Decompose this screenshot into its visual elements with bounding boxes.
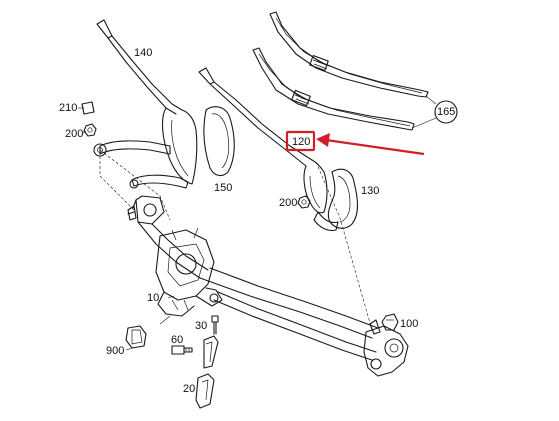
callout-150: 150 (214, 182, 233, 194)
callout-130: 130 (361, 185, 380, 197)
cover-150 (203, 106, 235, 177)
callout-200-right: 200 (279, 197, 298, 209)
nut-200-right (297, 195, 311, 209)
bolt-60 (171, 345, 193, 355)
callout-200-left: 200 (65, 128, 84, 140)
highlight-box-120 (285, 130, 316, 152)
leader-10 (167, 295, 175, 299)
assembly-line-right (315, 161, 373, 331)
leader-900 (159, 315, 171, 325)
bracket-mount (203, 335, 219, 369)
wiper-blade-upper (269, 11, 429, 98)
callout-120: 120 (292, 136, 311, 148)
wiper-blade-lower (252, 47, 415, 131)
callout-900: 900 (106, 345, 125, 357)
leader-900b (125, 347, 133, 351)
cover-130 (327, 168, 359, 229)
assembly-line-left-2 (99, 149, 171, 221)
cap-210 (81, 101, 95, 115)
highlight-arrow-head (316, 133, 330, 147)
callout-circle-165 (434, 100, 458, 124)
assembly-line-left (99, 156, 135, 211)
callout-210: 210 (59, 102, 78, 114)
nut-200-left (83, 123, 97, 137)
callout-30: 30 (195, 320, 208, 332)
highlight-arrow-shaft (325, 138, 425, 156)
callout-100: 100 (400, 318, 419, 330)
grommet-900 (125, 325, 147, 349)
bracket-20 (195, 373, 215, 409)
callout-60: 60 (171, 334, 184, 346)
leader-165-upper (425, 95, 437, 105)
screw-30 (211, 315, 219, 335)
leader-165-lower (411, 117, 437, 129)
spacer-arm-120 (313, 211, 339, 232)
wiper-arm-left (93, 19, 198, 189)
callout-140: 140 (134, 47, 153, 59)
wiper-linkage (127, 195, 409, 377)
callout-20: 20 (183, 383, 196, 395)
callout-10: 10 (147, 292, 160, 304)
nut-100 (381, 313, 399, 331)
leader-200a (82, 130, 87, 134)
callout-165: 165 (437, 106, 456, 118)
